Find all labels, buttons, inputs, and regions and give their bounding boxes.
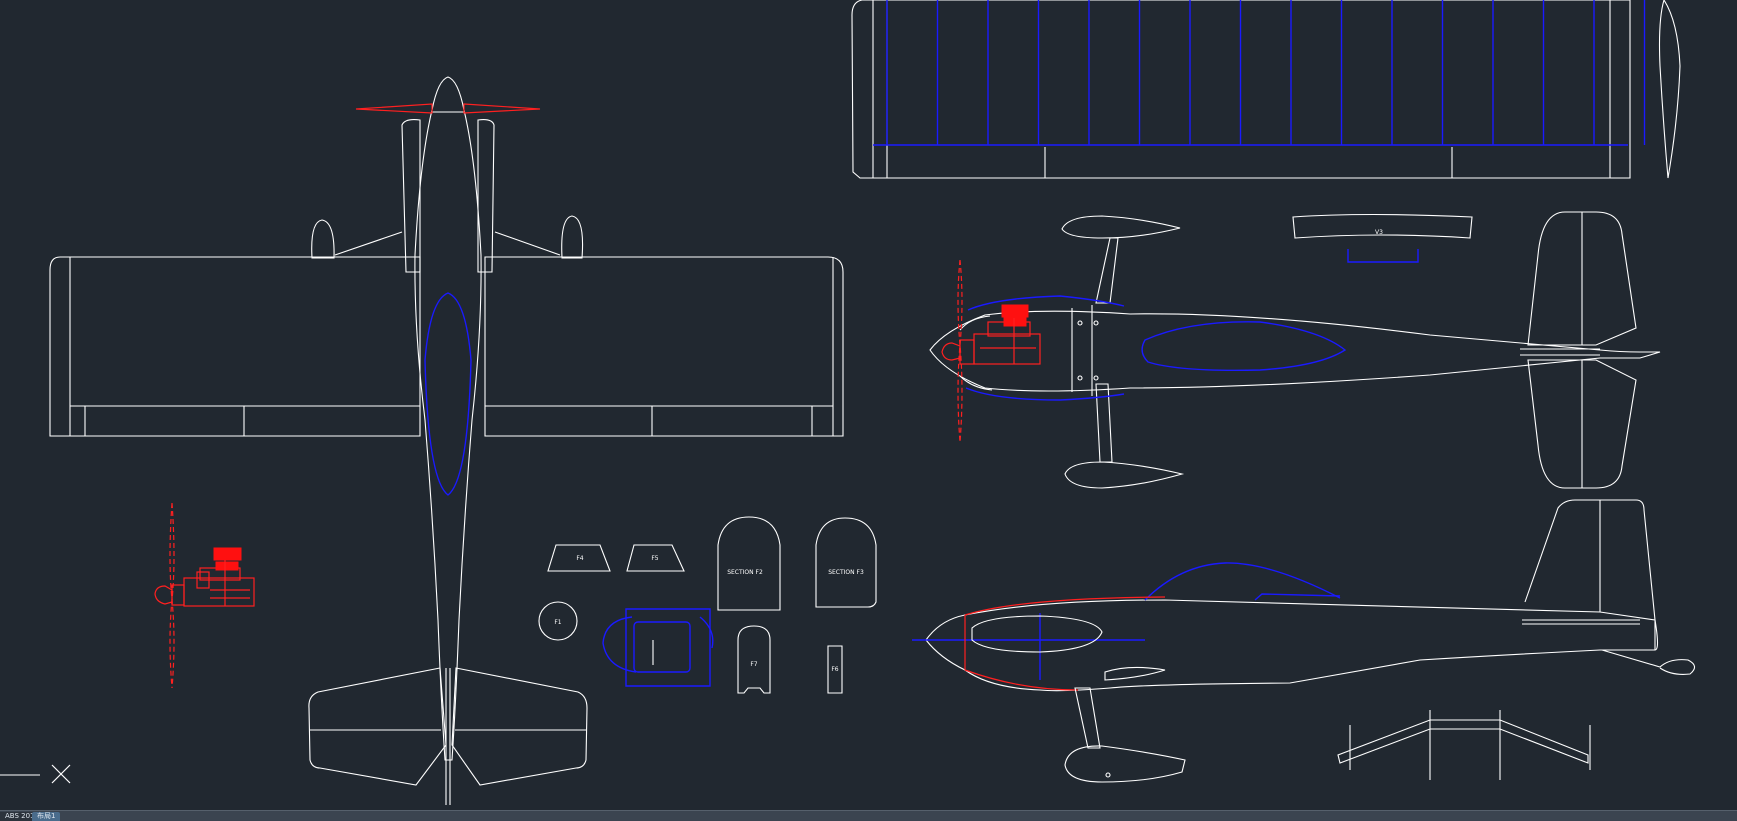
fuselage-plan [414, 76, 482, 761]
top-side-view: V3 [929, 211, 1661, 489]
wing-plan [49, 256, 844, 437]
label-section-f3: SECTION F3 [828, 569, 864, 576]
fuselage-side [925, 599, 1659, 692]
fuselage-top [929, 310, 1661, 392]
ucs-icon [0, 764, 71, 784]
label-f5: F5 [651, 555, 658, 562]
label-f7: F7 [750, 661, 757, 668]
label-f6: F6 [831, 666, 838, 673]
tab-layout1[interactable]: 布局1 [32, 812, 61, 821]
tab-model[interactable]: ABS 2010 [0, 812, 44, 821]
plan-view [49, 76, 844, 805]
engine-detail-left [154, 502, 255, 689]
layout-tab-bar: ABS 2010 布局1 [0, 810, 1737, 821]
side-view [912, 499, 1696, 783]
label-section-f2: SECTION F2 [727, 569, 763, 576]
label-f1: F1 [554, 619, 561, 626]
stabilizer-plan [308, 667, 588, 786]
formers: F4 F5 F1 SECTION F2 SECTION F3 F7 F6 [538, 516, 877, 694]
label-v3: V3 [1375, 229, 1383, 236]
label-f4: F4 [576, 555, 583, 562]
wing-panel-view [851, 0, 1681, 179]
wing-ribs [886, 0, 1646, 145]
